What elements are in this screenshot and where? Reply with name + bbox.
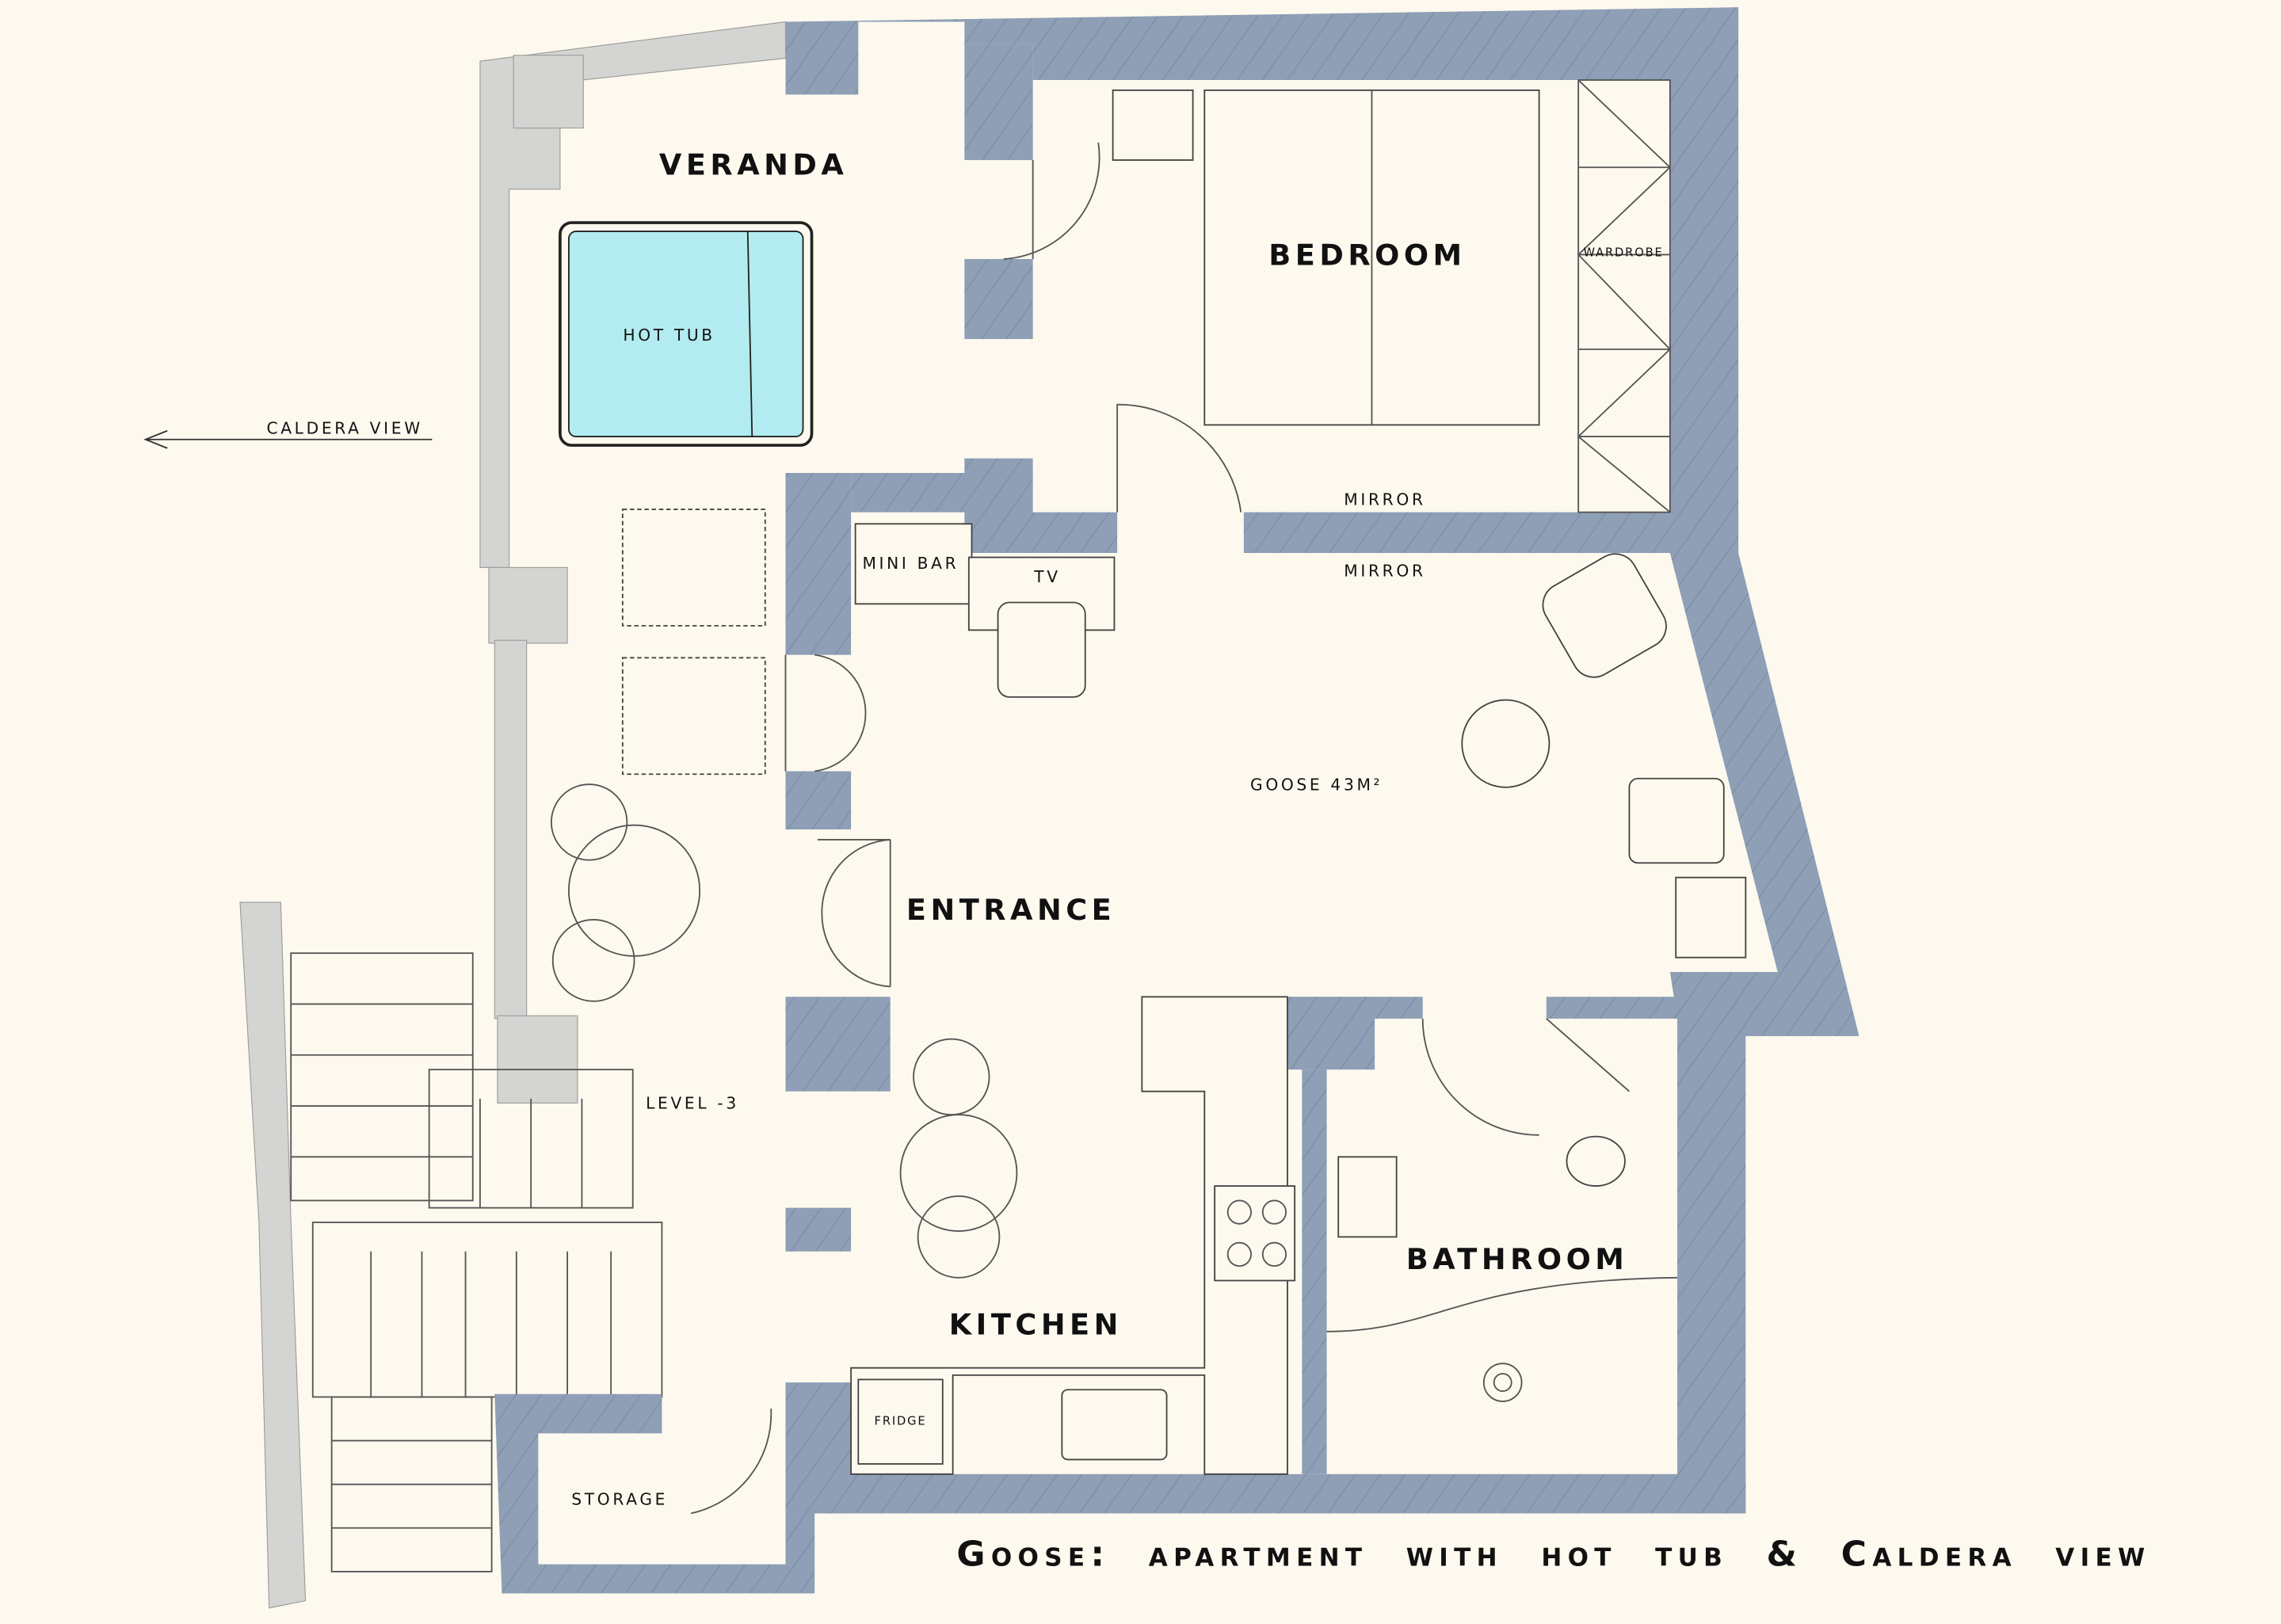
bathroom-door[interactable] bbox=[1421, 1018, 1631, 1136]
mini-bar-label: MINI BAR bbox=[862, 554, 959, 573]
kitchen-sink bbox=[1061, 1389, 1168, 1461]
veranda-door[interactable] bbox=[1003, 142, 1100, 260]
caldera-view-arrow bbox=[143, 429, 433, 449]
desk-chair bbox=[997, 601, 1086, 698]
armchair bbox=[1542, 553, 1667, 678]
hot-tub bbox=[559, 221, 814, 447]
shower-drain-icon bbox=[1482, 1363, 1523, 1402]
fridge-label: FRIDGE bbox=[875, 1414, 927, 1428]
storage-door[interactable] bbox=[690, 1409, 772, 1515]
tv-label: TV bbox=[1033, 567, 1060, 586]
entrance-door[interactable] bbox=[817, 838, 891, 988]
coffee-table bbox=[1461, 699, 1551, 788]
bedroom-door[interactable] bbox=[1116, 403, 1242, 513]
entrance-label: ENTRANCE bbox=[906, 893, 1116, 927]
hot-tub-label: HOT TUB bbox=[623, 326, 715, 345]
veranda-parapet bbox=[239, 21, 787, 1609]
mini-bar bbox=[854, 523, 973, 605]
storage-label: STORAGE bbox=[571, 1489, 668, 1508]
fridge bbox=[857, 1378, 944, 1465]
mirror-living-label: MIRROR bbox=[1344, 561, 1425, 580]
left-arrow-icon bbox=[143, 429, 168, 449]
veranda-table-chairs bbox=[550, 783, 701, 1002]
bathroom-sink bbox=[1337, 1156, 1398, 1238]
sun-lounger bbox=[621, 509, 766, 776]
wardrobe-label: WARDROBE bbox=[1584, 246, 1664, 259]
caldera-view-label: CALDERA VIEW bbox=[266, 418, 422, 437]
chair bbox=[1628, 777, 1725, 864]
wardrobe bbox=[1577, 79, 1672, 513]
pillar bbox=[513, 55, 584, 129]
veranda-label: VERANDA bbox=[659, 147, 848, 181]
plan-title: Goose: apartment with hot tub & Caldera … bbox=[956, 1534, 2150, 1575]
side-table bbox=[1675, 876, 1747, 959]
walls bbox=[494, 7, 1860, 1594]
level-label: LEVEL -3 bbox=[646, 1094, 739, 1113]
kitchen-label: KITCHEN bbox=[949, 1307, 1123, 1341]
toilet bbox=[1566, 1135, 1626, 1188]
entrance-side-door[interactable] bbox=[784, 654, 867, 772]
mirror-bedroom-label: MIRROR bbox=[1344, 490, 1425, 509]
area-label: GOOSE 43M² bbox=[1250, 775, 1383, 794]
bed bbox=[1112, 89, 1540, 426]
staircase bbox=[290, 952, 663, 1573]
bathroom-label: BATHROOM bbox=[1406, 1242, 1629, 1276]
dining-table bbox=[899, 1038, 1018, 1279]
stove bbox=[1214, 1185, 1296, 1282]
bedroom-label: BEDROOM bbox=[1268, 238, 1466, 272]
shower-screen bbox=[1326, 1276, 1678, 1332]
